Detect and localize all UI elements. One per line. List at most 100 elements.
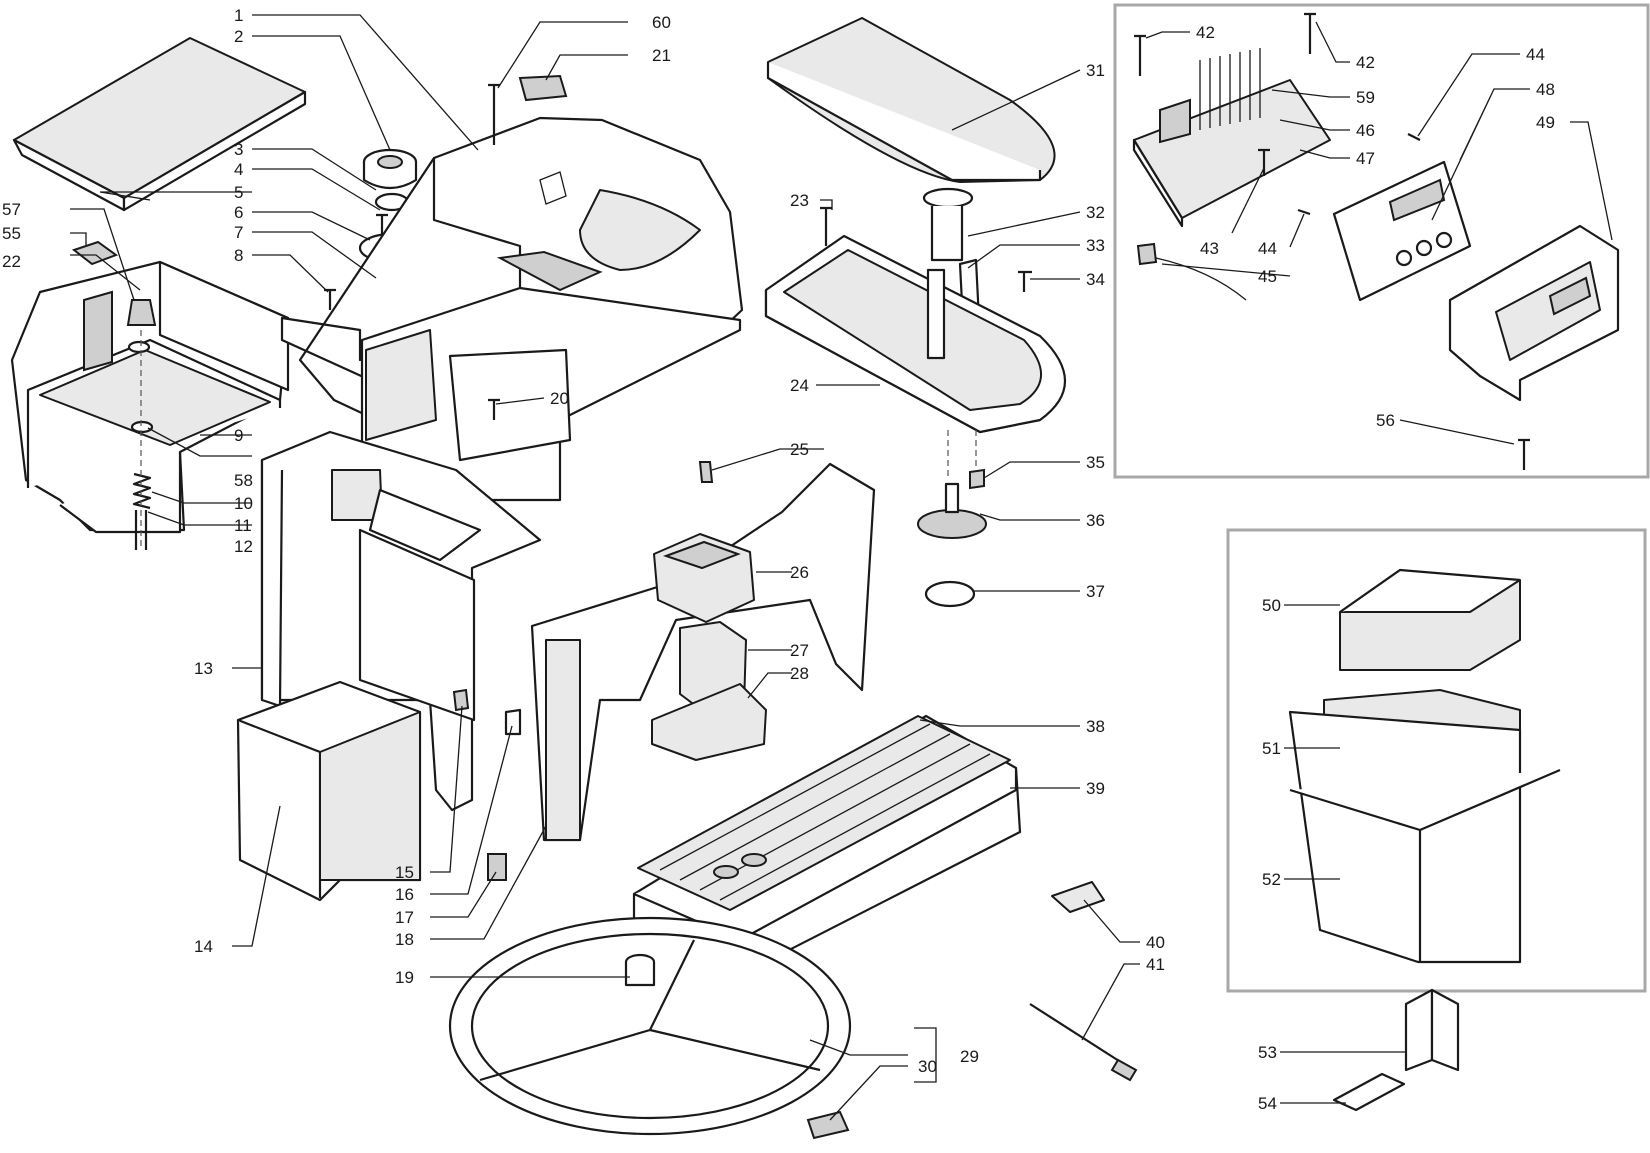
part-15-plug bbox=[452, 688, 470, 712]
label-39: 39 bbox=[1086, 779, 1105, 798]
part-14-bin bbox=[236, 680, 422, 902]
label-5: 5 bbox=[234, 183, 243, 202]
label-48: 48 bbox=[1536, 80, 1555, 99]
part-26-dispenser-top bbox=[653, 533, 755, 623]
label-8: 8 bbox=[234, 246, 243, 265]
part-37-ring bbox=[924, 580, 976, 608]
label-44-top: 44 bbox=[1526, 45, 1545, 64]
label-38: 38 bbox=[1086, 717, 1105, 736]
part-57-valve-cap bbox=[126, 299, 157, 326]
part-38-grid bbox=[637, 715, 1011, 911]
label-42-right: 42 bbox=[1356, 53, 1375, 72]
part-19-post bbox=[624, 953, 656, 987]
label-44-mid: 44 bbox=[1258, 239, 1277, 258]
part-56-screw bbox=[1518, 438, 1530, 470]
label-41: 41 bbox=[1146, 955, 1165, 974]
label-6: 6 bbox=[234, 203, 243, 222]
label-23: 23 bbox=[790, 191, 809, 210]
part-60-screw bbox=[488, 83, 500, 145]
label-27: 27 bbox=[790, 641, 809, 660]
part-11-spring bbox=[132, 472, 152, 510]
label-53: 53 bbox=[1258, 1043, 1277, 1062]
label-58: 58 bbox=[234, 471, 253, 490]
label-14: 14 bbox=[194, 937, 213, 956]
label-3: 3 bbox=[234, 140, 243, 159]
part-20-screw bbox=[488, 398, 500, 420]
part-10-o-ring bbox=[130, 420, 154, 434]
part-40-key bbox=[1051, 881, 1105, 913]
label-57: 57 bbox=[2, 200, 21, 219]
part-44-screw-b bbox=[1297, 208, 1311, 216]
part-54-card bbox=[1332, 1072, 1406, 1112]
label-9: 9 bbox=[234, 426, 243, 445]
label-28: 28 bbox=[790, 664, 809, 683]
label-50: 50 bbox=[1262, 596, 1281, 615]
label-18: 18 bbox=[395, 930, 414, 949]
label-1: 1 bbox=[234, 6, 243, 25]
label-47: 47 bbox=[1356, 149, 1375, 168]
label-20: 20 bbox=[550, 389, 569, 408]
label-60: 60 bbox=[652, 13, 671, 32]
water-tank bbox=[10, 260, 290, 534]
part-17-foot bbox=[487, 853, 507, 881]
label-17: 17 bbox=[395, 908, 414, 927]
part-34-screw bbox=[1018, 270, 1032, 292]
part-46-control-board bbox=[1132, 48, 1331, 228]
part-2-knob bbox=[362, 148, 418, 190]
label-10: 10 bbox=[234, 494, 253, 513]
part-52-carton bbox=[1288, 710, 1561, 964]
part-53-manual bbox=[1404, 988, 1460, 1072]
label-30: 30 bbox=[918, 1057, 937, 1076]
part-44-screw-a bbox=[1407, 133, 1421, 141]
label-19: 19 bbox=[395, 968, 414, 987]
part-29-base-ring bbox=[448, 916, 852, 1136]
label-52: 52 bbox=[1262, 870, 1281, 889]
part-4-screw bbox=[376, 213, 388, 235]
label-35: 35 bbox=[1086, 453, 1105, 472]
part-18-front-panel bbox=[530, 462, 876, 842]
packaging-inset-box bbox=[1226, 528, 1647, 993]
label-29: 29 bbox=[960, 1047, 979, 1066]
upper-housing bbox=[280, 116, 744, 502]
label-56: 56 bbox=[1376, 411, 1395, 430]
label-43: 43 bbox=[1200, 239, 1219, 258]
part-35-nut bbox=[969, 468, 985, 490]
part-41-brush bbox=[1029, 1003, 1131, 1069]
label-16: 16 bbox=[395, 885, 414, 904]
part-25-hinge bbox=[698, 461, 714, 483]
part-36-gear-assembly bbox=[917, 482, 987, 539]
label-42-left: 42 bbox=[1196, 23, 1215, 42]
label-45: 45 bbox=[1258, 267, 1277, 286]
electronics-inset-box bbox=[1113, 3, 1650, 479]
part-42-screw-b bbox=[1304, 12, 1316, 54]
label-37: 37 bbox=[1086, 582, 1105, 601]
label-36: 36 bbox=[1086, 511, 1105, 530]
part-number-labels: 1 2 3 4 5 6 7 8 9 10 11 12 13 14 15 16 1… bbox=[2, 6, 1555, 1113]
part-55-pad bbox=[71, 240, 119, 266]
label-13: 13 bbox=[194, 659, 213, 678]
part-28-spout bbox=[651, 683, 767, 761]
label-22: 22 bbox=[2, 252, 21, 271]
label-33: 33 bbox=[1086, 236, 1105, 255]
label-26: 26 bbox=[790, 563, 809, 582]
label-40: 40 bbox=[1146, 933, 1165, 952]
part-31-top-cover bbox=[766, 17, 1056, 183]
part-32-shaft bbox=[922, 187, 974, 262]
label-2: 2 bbox=[234, 27, 243, 46]
chassis-frame bbox=[260, 430, 542, 812]
label-49: 49 bbox=[1536, 113, 1555, 132]
part-24-base-tray bbox=[764, 234, 1066, 434]
part-43-screw bbox=[1258, 148, 1270, 176]
water-tank-lid bbox=[12, 37, 307, 212]
label-25: 25 bbox=[790, 440, 809, 459]
part-12-pin bbox=[134, 510, 148, 550]
label-7: 7 bbox=[234, 223, 243, 242]
label-34: 34 bbox=[1086, 270, 1105, 289]
part-30-block bbox=[806, 1110, 850, 1140]
label-12: 12 bbox=[234, 537, 253, 556]
part-48-display-board bbox=[1332, 160, 1472, 302]
part-58-o-ring bbox=[127, 340, 151, 354]
part-42-screw-a bbox=[1134, 34, 1146, 76]
part-21-clip bbox=[518, 74, 568, 102]
